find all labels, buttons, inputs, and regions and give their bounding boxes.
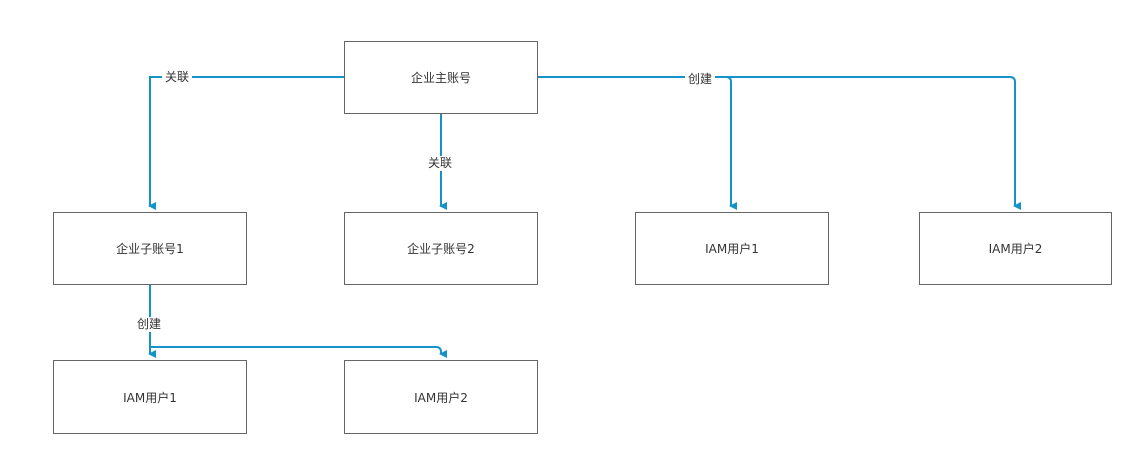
connector-main-to-iam-user-1-top: [537, 76, 737, 210]
node-main-account[interactable]: 企业主账号: [344, 41, 538, 114]
node-iam-user-2-top-label: IAM用户2: [988, 242, 1043, 256]
node-iam-user-1-bottom[interactable]: IAM用户1: [53, 360, 247, 434]
edge-label-create-bottom: 创建: [134, 317, 165, 332]
node-sub-account-2[interactable]: 企业子账号2: [344, 212, 538, 285]
connector-sub-1-to-iam-user-2-bottom: [149, 284, 447, 358]
node-iam-user-2-bottom-label: IAM用户2: [414, 390, 468, 405]
edge-label-link-center: 关联: [425, 156, 456, 171]
node-sub-account-1[interactable]: 企业子账号1: [53, 212, 247, 285]
connector-main-to-iam-user-2-top: [537, 76, 1021, 210]
node-iam-user-2-top[interactable]: IAM用户2: [919, 212, 1112, 285]
node-iam-user-1-bottom-label: IAM用户1: [123, 390, 177, 405]
node-main-account-label: 企业主账号: [410, 71, 471, 85]
edge-label-create-right: 创建: [685, 72, 716, 87]
connector-main-to-sub-account-1: [148, 76, 345, 210]
node-sub-account-2-label: 企业子账号2: [407, 242, 475, 256]
node-iam-user-2-bottom[interactable]: IAM用户2: [344, 360, 538, 434]
node-iam-user-1-top-label: IAM用户1: [705, 242, 759, 256]
node-sub-account-1-label: 企业子账号1: [116, 242, 184, 256]
edge-label-link-left: 关联: [162, 70, 193, 85]
node-iam-user-1-top[interactable]: IAM用户1: [635, 212, 829, 285]
